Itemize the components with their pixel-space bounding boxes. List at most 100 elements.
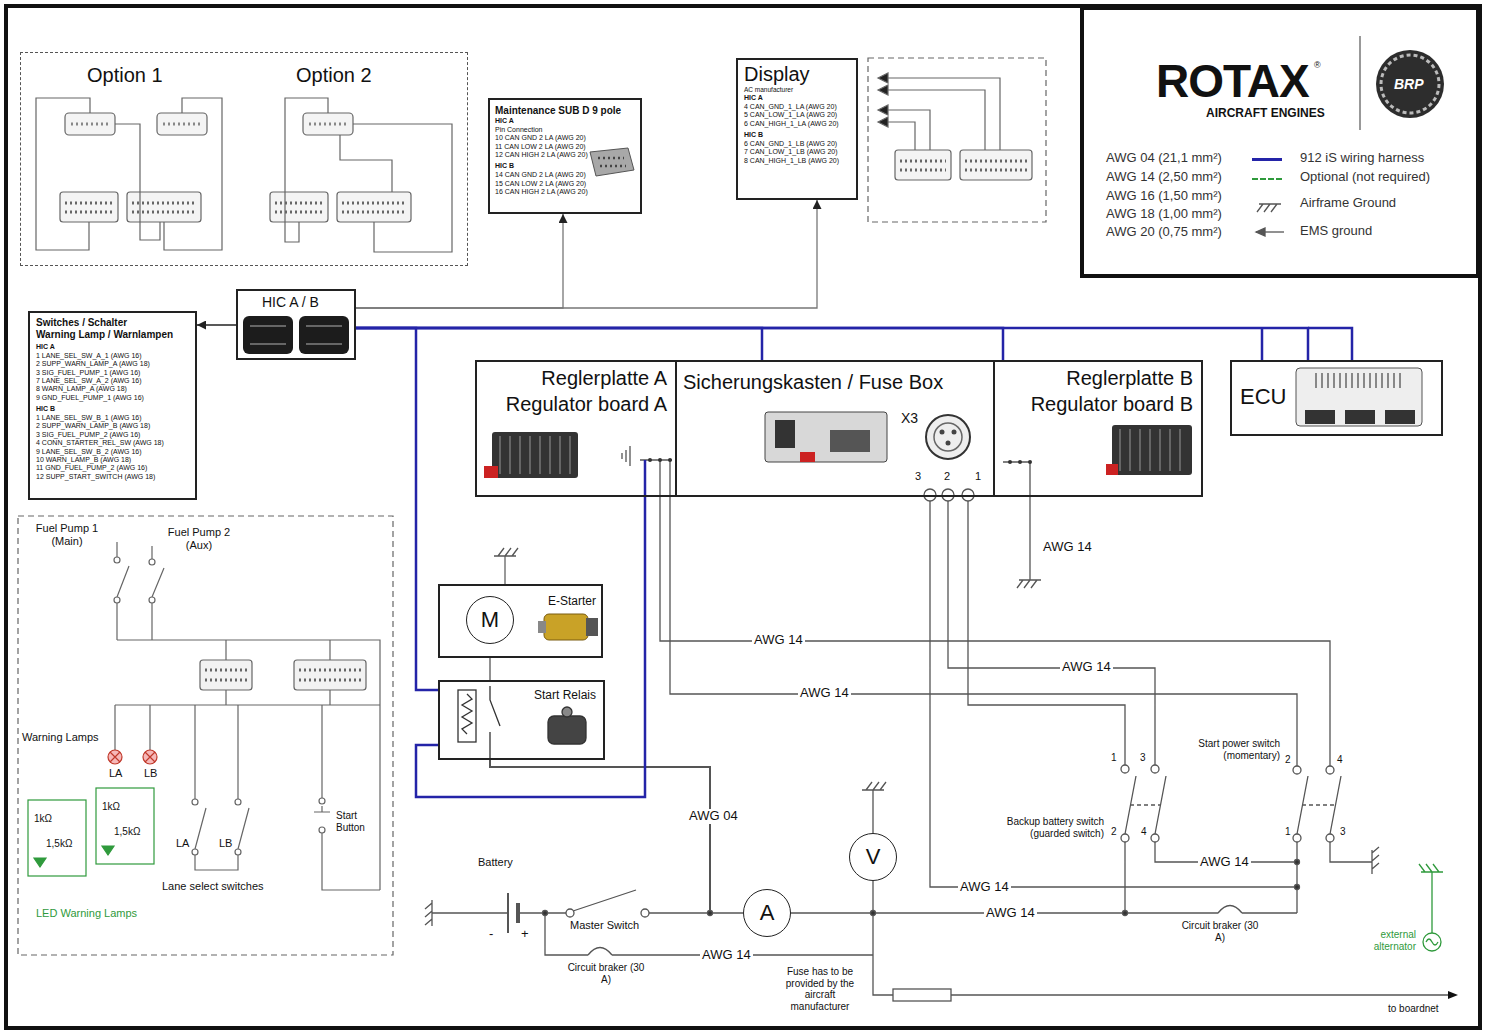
node-text: 5 CAN_LOW_1_LA (AWG 20) [744, 111, 837, 119]
option-wiring [65, 203, 406, 212]
main-circuit [490, 760, 710, 913]
main-circuit [1372, 847, 1379, 874]
switch-panel [18, 516, 393, 955]
main-circuit [1017, 580, 1041, 588]
main-circuit [1151, 834, 1159, 842]
wire-gauge: AWG 14 [984, 906, 1037, 921]
regulator-image [658, 458, 662, 462]
node-text: ECU [1240, 384, 1286, 410]
pin-number: 2 [1285, 754, 1291, 766]
node-text: Option 2 [296, 63, 372, 87]
node-text: HIC A [744, 94, 763, 103]
fuse-box-image [952, 430, 957, 435]
switch-panel [34, 846, 114, 867]
meter-symbol: A [743, 889, 791, 937]
alternator-symbol [1419, 864, 1443, 872]
wire-gauge: AWG 16 (1,50 mm²) [1106, 189, 1222, 204]
node-text: Switches / Schalter [36, 317, 127, 329]
pin-number: 1 [1111, 752, 1117, 764]
alternator-symbol [1426, 872, 1438, 945]
part-label: Battery [478, 856, 513, 869]
pin-number: 1 [975, 470, 981, 483]
wire-gauge: AWG 14 [958, 880, 1011, 895]
legend-symbols [1257, 204, 1281, 212]
switch-panel [235, 849, 241, 855]
ecu-image [1316, 373, 1400, 388]
switch-panel [114, 557, 120, 563]
option-panel: Option 1Option 2 [20, 52, 468, 266]
node-text: 10 WARN_LAMP_B (AWG 18) [36, 456, 131, 464]
starter-image [544, 614, 588, 640]
main-circuit [862, 782, 886, 790]
option-wiring [36, 98, 452, 252]
node-text: 10 CAN GND 2 LA (AWG 20) [495, 134, 586, 142]
display-connectors [960, 150, 1032, 180]
logo-art [1376, 50, 1444, 118]
switch-panel [115, 640, 380, 890]
part-label: Warning Lamps [22, 731, 99, 744]
main-circuit [962, 489, 974, 501]
switch-panel [192, 849, 198, 855]
main-circuit [924, 489, 936, 501]
switch-panel [18, 516, 393, 955]
connector-name: X3 [901, 410, 918, 426]
node-text: Maintenance SUB D 9 pole [495, 104, 621, 117]
node-text: 12 CAN HIGH 2 LA (AWG 20) [495, 151, 588, 159]
option-wiring [270, 192, 328, 222]
fuse-box-image [934, 423, 962, 451]
legend-text: Airframe Ground [1300, 196, 1396, 211]
node-text: AC manufacturer [744, 86, 793, 94]
logo-text: BRP [1394, 76, 1424, 92]
node-text: 8 WARN_LAMP_A (AWG 18) [36, 385, 127, 393]
wire-gauge: AWG 18 (1,00 mm²) [1106, 207, 1222, 222]
legend-swatch [1252, 158, 1282, 161]
switch-panel [115, 705, 150, 750]
switch-panel [149, 559, 155, 565]
arrow-line [356, 200, 817, 308]
regulator-image [622, 446, 630, 466]
harness-wire [356, 328, 438, 690]
switch-panel [96, 788, 154, 864]
switch-panel [294, 660, 366, 690]
regulator-image [648, 458, 652, 462]
part-label: Fuel Pump 1 (Main) [30, 522, 104, 547]
switch-panel [235, 799, 241, 805]
regulator-image [1008, 460, 1012, 464]
main-circuit [1123, 911, 1128, 916]
ecu-image [1296, 368, 1422, 426]
node-text: 7 LANE_SEL_SW_A_2 (AWG 16) [36, 377, 142, 385]
relay-symbol [490, 686, 500, 760]
part-label: Master Switch [570, 919, 639, 932]
node-text: 6 CAN_HIGH_1_LA (AWG 20) [744, 120, 839, 128]
option-wiring [337, 192, 411, 222]
page-frame [6, 6, 1480, 1028]
option-wiring [36, 98, 452, 252]
node-text: Pin Connection [495, 126, 542, 134]
main-circuit [518, 890, 743, 913]
main-circuit [1121, 765, 1129, 773]
main-circuit [1326, 766, 1334, 774]
ecu-image [1385, 410, 1415, 424]
part-label: external alternator [1356, 929, 1416, 952]
node-text: M [481, 607, 499, 633]
part-label: Start Button [336, 810, 380, 833]
switch-panel [114, 597, 120, 603]
regulator-image [1120, 429, 1180, 471]
node-text: 14 CAN GND 2 LA (AWG 20) [495, 171, 586, 179]
switch-label: LB [219, 837, 232, 850]
main-circuit [1293, 766, 1301, 774]
display-connectors [878, 73, 888, 127]
part-label: Fuel Pump 2 (Aux) [164, 526, 234, 551]
switch-panel [200, 660, 252, 690]
lamp-label: LA [109, 767, 122, 780]
registered-mark: ® [1314, 60, 1321, 70]
resistor-value: 1,5kΩ [46, 838, 72, 850]
node-text: Sicherungskasten / Fuse Box [683, 370, 943, 394]
node-text: AIRCRAFT ENGINES [1206, 106, 1325, 120]
pin-number: 1 [1285, 826, 1291, 838]
wire [489, 658, 490, 680]
main-circuit [791, 906, 1297, 914]
wire-gauge: AWG 14 [1198, 855, 1251, 870]
node-text: E-Starter [548, 594, 596, 608]
node-text: Warning Lamp / Warnlampen [36, 329, 173, 341]
